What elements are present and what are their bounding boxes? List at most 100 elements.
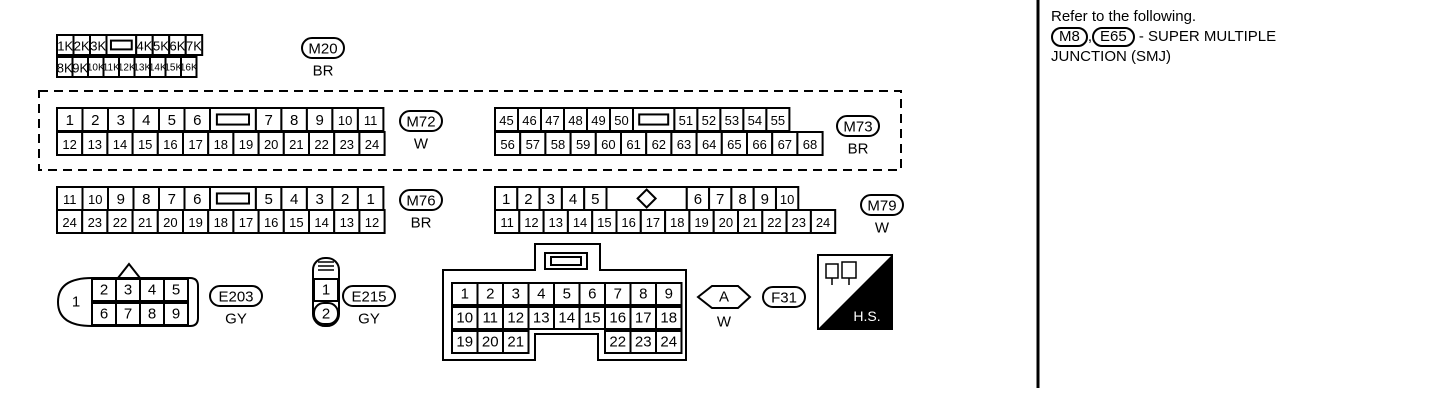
connector-label-e215: E215: [351, 289, 386, 306]
pin-m20-15K: 15K: [164, 63, 182, 74]
connector-label-oval: [301, 37, 345, 59]
pin-m79-14: 14: [573, 215, 587, 230]
pin-m76-16: 16: [264, 215, 278, 230]
pin-m73-62: 62: [652, 137, 666, 152]
pin-e203-9: 9: [172, 306, 180, 323]
pin-m79-3: 3: [547, 191, 555, 208]
pin-m79-22: 22: [767, 215, 781, 230]
pin-m76-8: 8: [142, 191, 150, 208]
pin-f31-8: 8: [639, 286, 647, 303]
lock-tab: [638, 113, 670, 126]
connector-label-m72: M72: [406, 114, 435, 131]
connector-color-m76: BR: [411, 215, 432, 232]
pin-f31-9: 9: [665, 286, 673, 303]
pin-m73-51: 51: [679, 113, 693, 128]
pin-m73-48: 48: [568, 113, 582, 128]
pin-cell: [655, 306, 683, 330]
pin-m72-13: 13: [88, 137, 102, 152]
pin-m73-52: 52: [702, 113, 716, 128]
pin-m73-61: 61: [626, 137, 640, 152]
pin-m79-9: 9: [761, 191, 769, 208]
pin-m79-15: 15: [597, 215, 611, 230]
hs-plug-icon: [825, 263, 839, 279]
pin-m72-21: 21: [289, 137, 303, 152]
pin-m20-4K: 4K: [136, 39, 152, 54]
pin-e203-1: 1: [72, 294, 80, 311]
pin-f31-15: 15: [584, 310, 601, 327]
pin-m79-19: 19: [694, 215, 708, 230]
connector-label-oval: [342, 285, 396, 307]
pin-m76-5: 5: [264, 191, 272, 208]
pin-m73-59: 59: [576, 137, 590, 152]
pin-m72-4: 4: [142, 112, 150, 129]
pin-f31-5: 5: [563, 286, 571, 303]
connector-label-m79: M79: [867, 198, 896, 215]
pin-m76-4: 4: [290, 191, 298, 208]
connector-label-m73: M73: [843, 119, 872, 136]
pin-cell: [502, 330, 530, 354]
pin-m20-5K: 5K: [153, 39, 169, 54]
pin-m73-68: 68: [803, 137, 817, 152]
pin-f31-20: 20: [482, 334, 499, 351]
hs-badge-fill: [818, 255, 892, 329]
connector-label-oval: [209, 285, 263, 307]
pin-f31-19: 19: [456, 334, 473, 351]
pin-m79-11: 11: [500, 215, 514, 230]
pin-m72-22: 22: [314, 137, 328, 152]
pin-f31-12: 12: [507, 310, 524, 327]
pin-e203-4: 4: [148, 282, 156, 299]
pin-m72-16: 16: [163, 137, 177, 152]
pin-e203-6: 6: [100, 306, 108, 323]
connector-label-oval: [399, 189, 443, 211]
pin-cell: [180, 56, 198, 78]
pin-m79-4: 4: [569, 191, 577, 208]
pin-m72-23: 23: [340, 137, 354, 152]
reference-line-1-tail: - SUPER MULTIPLE: [1138, 28, 1277, 45]
pin-e215-2: 2: [322, 306, 330, 323]
pin-m72-19: 19: [239, 137, 253, 152]
reference-note: Refer to the following. M8,E65 - SUPER M…: [1051, 7, 1276, 67]
pin-m79-12: 12: [524, 215, 538, 230]
pin-e215-1: 1: [322, 282, 330, 299]
pin-m20-12K: 12K: [118, 63, 136, 74]
pin-m76-3: 3: [315, 191, 323, 208]
pin-m72-14: 14: [113, 137, 127, 152]
pin-f31-21: 21: [507, 334, 524, 351]
pin-m76-18: 18: [214, 215, 228, 230]
pin-m73-56: 56: [500, 137, 514, 152]
connector-ref-e65: E65: [1092, 27, 1135, 47]
pin-m76-22: 22: [113, 215, 127, 230]
connector-color-m79: W: [875, 220, 890, 237]
connector-color-e215: GY: [358, 311, 380, 328]
lock-tab: [109, 39, 133, 51]
lock-diamond: [636, 188, 658, 209]
connector-label-oval: [860, 194, 904, 216]
hs-badge-label: H.S.: [853, 308, 880, 324]
pin-m76-12: 12: [365, 215, 379, 230]
pin-cell: [163, 302, 189, 326]
connector-label-oval: [399, 110, 443, 132]
pin-m73-63: 63: [677, 137, 691, 152]
pin-m73-65: 65: [727, 137, 741, 152]
pin-m20-1K: 1K: [57, 39, 73, 54]
pin-m20-2K: 2K: [74, 39, 90, 54]
pin-m72-6: 6: [193, 112, 201, 129]
pin-m20-16K: 16K: [180, 63, 198, 74]
pin-m79-24: 24: [816, 215, 830, 230]
connector-label-oval: [836, 115, 880, 137]
pin-m76-11: 11: [63, 192, 77, 207]
pin-m72-7: 7: [264, 112, 272, 129]
pin-m76-7: 7: [168, 191, 176, 208]
reference-separator: ,: [1087, 28, 1093, 45]
lock-tab: [215, 113, 251, 126]
pin-e203-5: 5: [172, 282, 180, 299]
pin-m79-20: 20: [719, 215, 733, 230]
reference-intro: Refer to the following.: [1051, 8, 1197, 25]
pin-m72-17: 17: [188, 137, 202, 152]
pin-m79-17: 17: [646, 215, 660, 230]
pin-m73-45: 45: [499, 113, 513, 128]
